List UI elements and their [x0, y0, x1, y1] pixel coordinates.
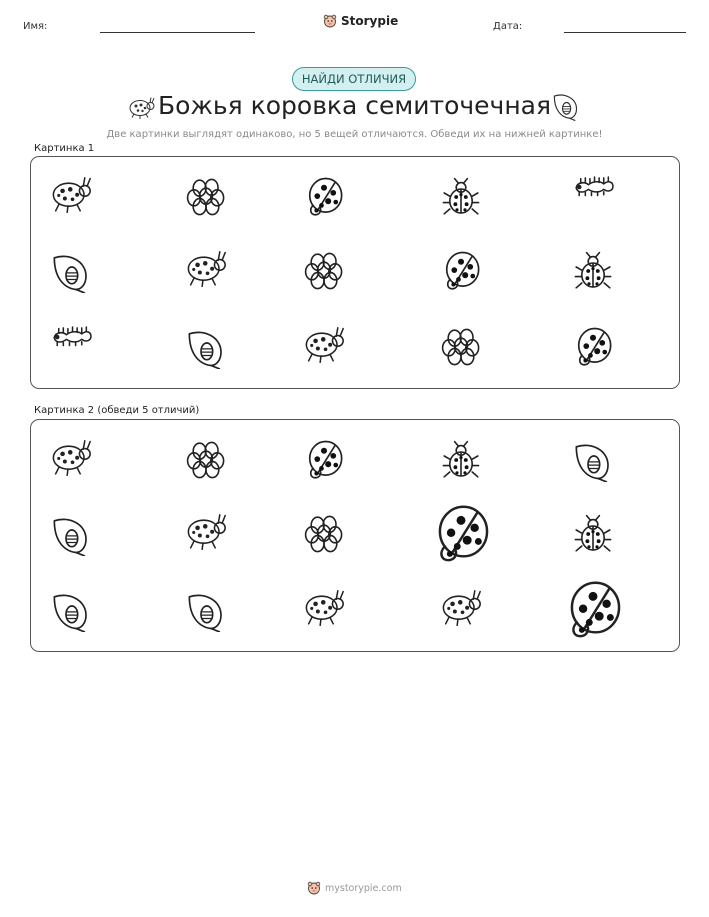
leaf-icon[interactable] [51, 514, 91, 560]
ladybug-top-icon [303, 176, 345, 222]
storypie-mascot-icon [307, 881, 321, 895]
ladybug-side-icon[interactable] [48, 437, 94, 480]
eggs-icon [441, 327, 481, 371]
ladybug-side-icon [183, 248, 229, 291]
ladybug-top-icon [572, 326, 614, 372]
date-line [564, 32, 686, 33]
eggs-icon[interactable] [304, 514, 344, 558]
ladybug-front-icon [441, 177, 481, 221]
ladybug-side-icon [48, 174, 94, 217]
ladybug-front-icon[interactable] [441, 440, 481, 484]
leaf-icon[interactable] [51, 590, 91, 636]
ladybug-top-large-icon[interactable] [562, 579, 624, 645]
picture-2-panel[interactable] [30, 419, 680, 652]
title-ladybug-icon [126, 94, 156, 124]
footer: mystorypie.com [307, 881, 402, 895]
larva-icon [570, 174, 616, 201]
date-label: Дата: [493, 21, 523, 32]
title-leaf-icon [552, 91, 580, 125]
footer-url: mystorypie.com [325, 882, 402, 894]
panel2-label: Картинка 2 (обведи 5 отличий) [34, 405, 200, 416]
ladybug-side-icon[interactable] [301, 587, 347, 630]
ladybug-side-icon[interactable] [438, 587, 484, 630]
ladybug-top-large-icon[interactable] [430, 503, 492, 569]
eggs-icon[interactable] [186, 440, 226, 484]
eggs-icon [304, 251, 344, 295]
name-line [100, 32, 255, 33]
ladybug-front-icon[interactable] [573, 514, 613, 558]
eggs-icon [186, 177, 226, 221]
leaf-icon [186, 327, 226, 373]
page-title: Божья коровка семиточечная [157, 91, 552, 120]
leaf-icon [51, 251, 91, 297]
ladybug-side-icon[interactable] [183, 511, 229, 554]
leaf-icon[interactable] [573, 440, 613, 486]
storypie-mascot-icon [323, 14, 337, 28]
picture-1-panel [30, 156, 680, 389]
activity-badge: НАЙДИ ОТЛИЧИЯ [292, 67, 416, 91]
brand-logo: Storypie [323, 14, 398, 28]
leaf-icon[interactable] [186, 590, 226, 636]
ladybug-front-icon [573, 251, 613, 295]
brand-name: Storypie [341, 14, 399, 28]
larva-icon [48, 324, 94, 351]
instructions-text: Две картинки выглядят одинаково, но 5 ве… [106, 129, 603, 140]
ladybug-top-icon[interactable] [303, 439, 345, 485]
ladybug-top-icon [440, 250, 482, 296]
name-label: Имя: [23, 21, 48, 32]
ladybug-side-icon [301, 324, 347, 367]
panel1-label: Картинка 1 [34, 143, 95, 154]
